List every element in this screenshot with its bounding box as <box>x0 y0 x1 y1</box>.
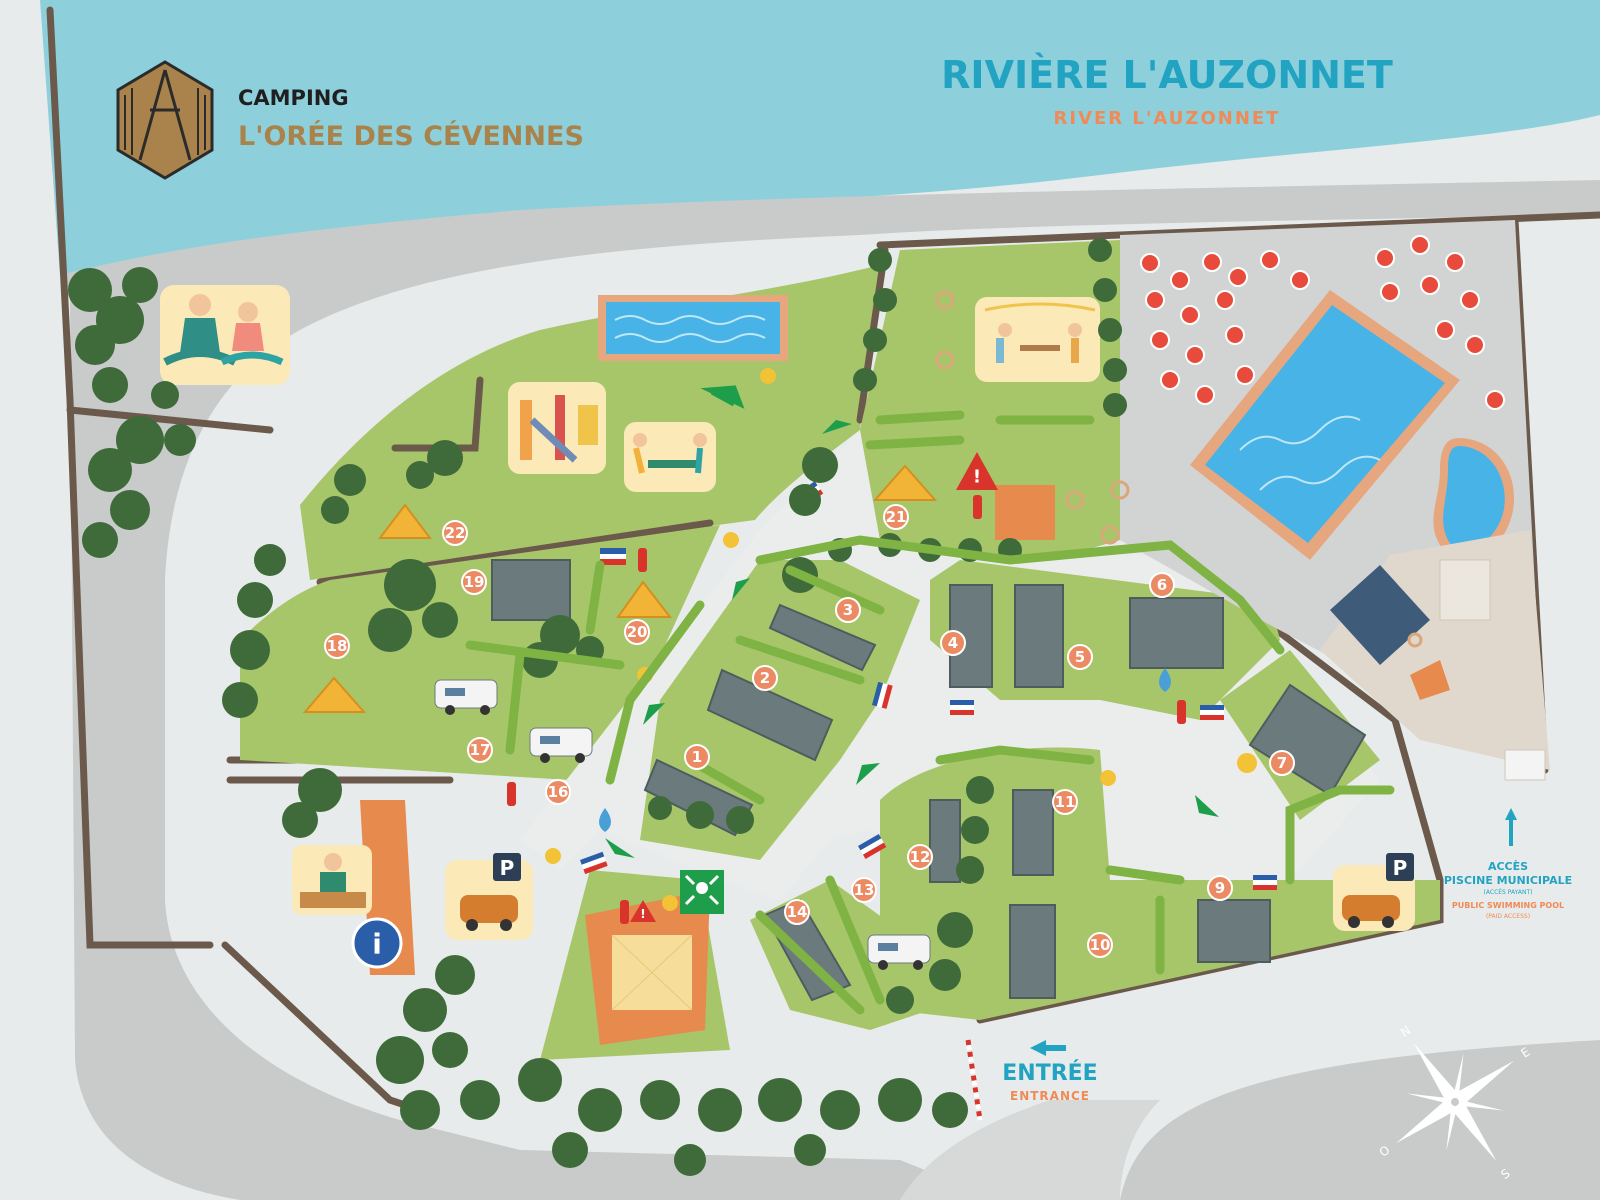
sanitary-building <box>585 890 710 1045</box>
fire-extinguisher-icons <box>507 495 1186 924</box>
svg-text:!: ! <box>973 467 981 488</box>
river <box>0 0 1600 275</box>
svg-text:13: 13 <box>854 881 875 899</box>
river-title: RIVIÈRE L'AUZONNET <box>941 53 1393 97</box>
hedges <box>465 410 1395 1015</box>
pitch-badge[interactable]: 11 <box>1052 789 1078 815</box>
svg-text:4: 4 <box>948 634 958 652</box>
camping-logo: CAMPING L'ORÉE DES CÉVENNES <box>116 60 584 180</box>
municipal-pool-building <box>1320 530 1550 781</box>
compass-rose: N E S O <box>1377 1023 1533 1182</box>
pool-access-line3: (ACCÈS PAYANT) <box>1484 888 1533 896</box>
pitch-badge[interactable]: 4 <box>940 630 966 656</box>
assembly-point-icon <box>680 870 724 914</box>
camper-vans <box>434 679 931 970</box>
pitch-badge[interactable]: 12 <box>907 844 933 870</box>
svg-text:20: 20 <box>627 623 648 641</box>
pitch-badge[interactable]: 13 <box>851 877 877 903</box>
left-arrow-icon <box>1030 1040 1066 1056</box>
pitch-badge[interactable]: 20 <box>624 619 650 645</box>
tents <box>302 464 938 713</box>
svg-text:2: 2 <box>760 669 770 687</box>
up-arrow-icon <box>1505 808 1517 846</box>
small-pool <box>598 295 788 361</box>
parasols <box>1140 235 1505 410</box>
pitch-badge[interactable]: 18 <box>324 633 350 659</box>
pitch-badge[interactable]: 7 <box>1269 750 1295 776</box>
svg-text:!: ! <box>640 907 645 921</box>
entrance-barrier <box>965 1039 983 1121</box>
warning-icon: ! <box>956 452 998 490</box>
playground <box>508 382 606 474</box>
river-subtitle: RIVER L'AUZONNET <box>1054 108 1281 129</box>
pitch-badges: 1 2 3 4 5 6 7 9 10 11 12 13 14 16 17 18 … <box>324 504 1295 958</box>
svg-text:10: 10 <box>1090 936 1111 954</box>
parking-sign-east: P <box>1386 853 1414 881</box>
terrace-tables <box>935 290 1423 648</box>
svg-text:21: 21 <box>886 508 907 526</box>
entrance-road <box>900 1100 1160 1200</box>
pitch-badge[interactable]: 16 <box>545 779 571 805</box>
svg-text:17: 17 <box>470 741 491 759</box>
pool-kiosk <box>1410 660 1450 700</box>
parking-area-east[interactable] <box>1333 865 1415 931</box>
pitch-badge[interactable]: 9 <box>1207 875 1233 901</box>
info-icon-label: i <box>372 928 382 961</box>
direction-arrows <box>605 385 1219 858</box>
svg-text:14: 14 <box>787 903 808 921</box>
entrance-subtitle: ENTRANCE <box>1010 1089 1090 1103</box>
pitch-badge[interactable]: 1 <box>684 744 710 770</box>
water-point-icons <box>599 668 1171 832</box>
svg-text:7: 7 <box>1277 754 1287 772</box>
mobile-homes <box>491 559 1367 1002</box>
parking-sign: P <box>493 853 521 881</box>
svg-text:12: 12 <box>910 848 931 866</box>
pitch-badge[interactable]: 6 <box>1149 572 1175 598</box>
parking-sign-label: P <box>1393 856 1408 880</box>
info-icon[interactable]: i <box>351 917 403 969</box>
svg-text:5: 5 <box>1075 648 1085 666</box>
svg-text:3: 3 <box>843 601 853 619</box>
svg-text:11: 11 <box>1055 793 1076 811</box>
pool-access-line4: PUBLIC SWIMMING POOL <box>1452 901 1564 910</box>
pitch-badge[interactable]: 14 <box>784 899 810 925</box>
restaurant-terrace <box>975 297 1100 382</box>
svg-text:1: 1 <box>692 748 702 766</box>
pitch-badge[interactable]: 3 <box>835 597 861 623</box>
svg-text:19: 19 <box>464 573 485 591</box>
svg-text:22: 22 <box>445 524 466 542</box>
pitch-badge[interactable]: 17 <box>467 737 493 763</box>
svg-text:16: 16 <box>548 783 569 801</box>
pool-access-label[interactable]: ACCÈS PISCINE MUNICIPALE (ACCÈS PAYANT) … <box>1444 808 1572 920</box>
pitch-badge[interactable]: 22 <box>442 520 468 546</box>
svg-text:18: 18 <box>327 637 348 655</box>
pool-access-line5: (PAID ACCESS) <box>1486 913 1530 920</box>
ping-pong-area <box>624 422 716 492</box>
logo-line1: CAMPING <box>238 86 349 110</box>
svg-text:9: 9 <box>1215 879 1225 897</box>
pitch-badge[interactable]: 19 <box>461 569 487 595</box>
pitch-badge[interactable]: 10 <box>1087 932 1113 958</box>
pitch-badge[interactable]: 21 <box>883 504 909 530</box>
big-pool <box>1190 290 1515 560</box>
pitch-badge[interactable]: 2 <box>752 665 778 691</box>
warning-icon: ! <box>630 900 656 922</box>
entrance-title: ENTRÉE <box>1002 1060 1097 1086</box>
svg-text:6: 6 <box>1157 576 1167 594</box>
parking-sign-label: P <box>500 856 515 880</box>
pool-access-line1: ACCÈS <box>1488 860 1528 873</box>
entrance-label[interactable]: ENTRÉE ENTRANCE <box>1002 1040 1098 1103</box>
yoga-area <box>160 285 290 385</box>
pool-access-line2: PISCINE MUNICIPALE <box>1444 874 1572 887</box>
snack-kiosk <box>995 485 1055 540</box>
perimeter-road <box>60 180 1600 1200</box>
pitch-badge[interactable]: 5 <box>1067 644 1093 670</box>
logo-line2: L'ORÉE DES CÉVENNES <box>238 120 584 152</box>
